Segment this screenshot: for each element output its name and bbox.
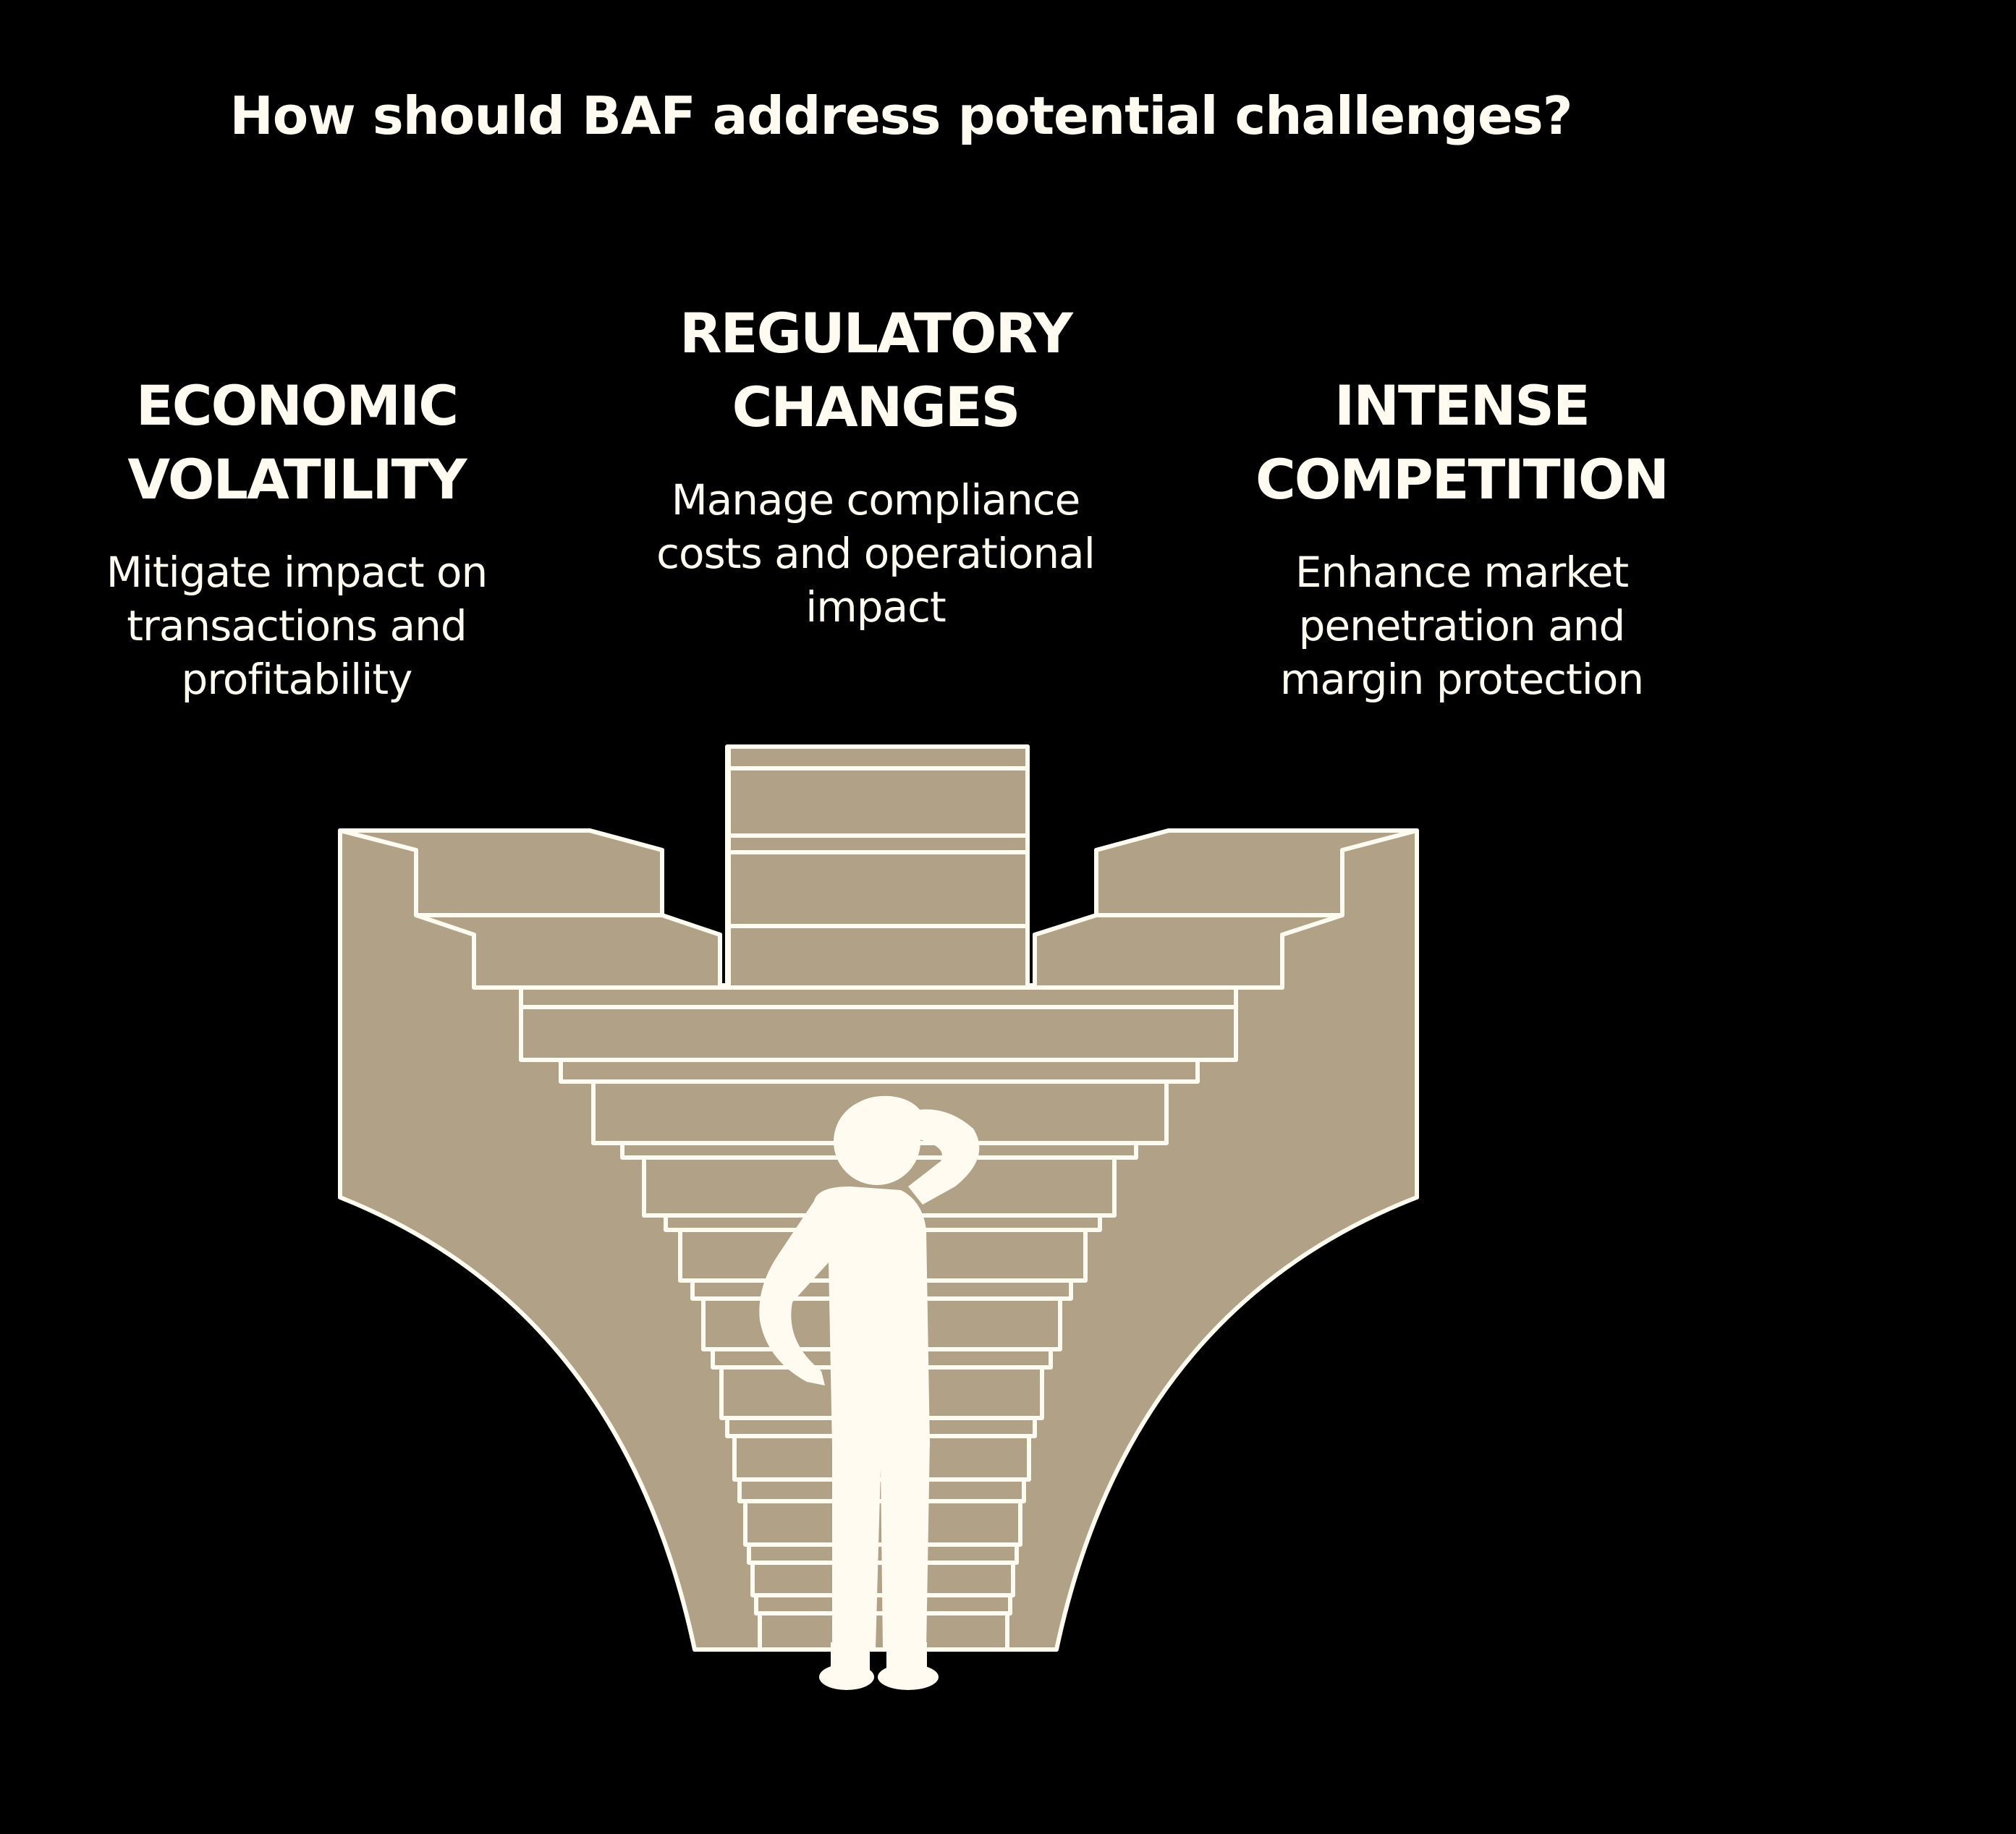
right-leg-lower: [886, 1642, 927, 1678]
description-line: Manage compliance: [671, 475, 1081, 525]
description-line: transactions and: [127, 601, 467, 650]
challenge-regulatory-changes: REGULATORY CHANGES Manage compliance cos…: [622, 297, 1129, 634]
challenge-heading: INTENSE COMPETITION: [1201, 369, 1722, 517]
challenge-heading: ECONOMIC VOLATILITY: [43, 369, 550, 517]
description-line: margin protection: [1279, 655, 1644, 704]
description-line: penetration and: [1298, 601, 1626, 650]
person-thinking-icon: [759, 1095, 980, 1690]
heading-line: CHANGES: [732, 375, 1021, 439]
stair-step: [559, 1058, 1200, 1084]
stair-step: [519, 985, 1238, 1009]
challenge-heading: REGULATORY CHANGES: [622, 297, 1129, 444]
challenge-description: Enhance market penetration and margin pr…: [1201, 545, 1722, 706]
challenge-economic-volatility: ECONOMIC VOLATILITY Mitigate impact on t…: [43, 369, 550, 706]
heading-line: ECONOMIC: [135, 373, 459, 438]
description-line: Enhance market: [1295, 548, 1629, 597]
page-title: How should BAF address potential challen…: [229, 85, 1573, 146]
torso: [759, 1186, 930, 1447]
central-tower: [727, 744, 1030, 990]
stair-step: [519, 1005, 1238, 1062]
challenge-description: Manage compliance costs and operational …: [622, 473, 1129, 634]
heading-line: COMPETITION: [1255, 447, 1669, 511]
heading-line: VOLATILITY: [127, 447, 467, 511]
description-line: impact: [805, 582, 946, 632]
description-line: Mitigate impact on: [106, 548, 488, 597]
raised-arm: [901, 1109, 980, 1205]
legs: [832, 1440, 930, 1650]
heading-line: INTENSE: [1334, 373, 1591, 438]
hair: [839, 1095, 930, 1136]
description-line: profitability: [181, 655, 413, 704]
left-leg-lower: [831, 1642, 870, 1678]
challenge-intense-competition: INTENSE COMPETITION Enhance market penet…: [1201, 369, 1722, 706]
description-line: costs and operational: [656, 529, 1096, 578]
heading-line: REGULATORY: [679, 301, 1073, 365]
challenge-description: Mitigate impact on transactions and prof…: [43, 545, 550, 706]
